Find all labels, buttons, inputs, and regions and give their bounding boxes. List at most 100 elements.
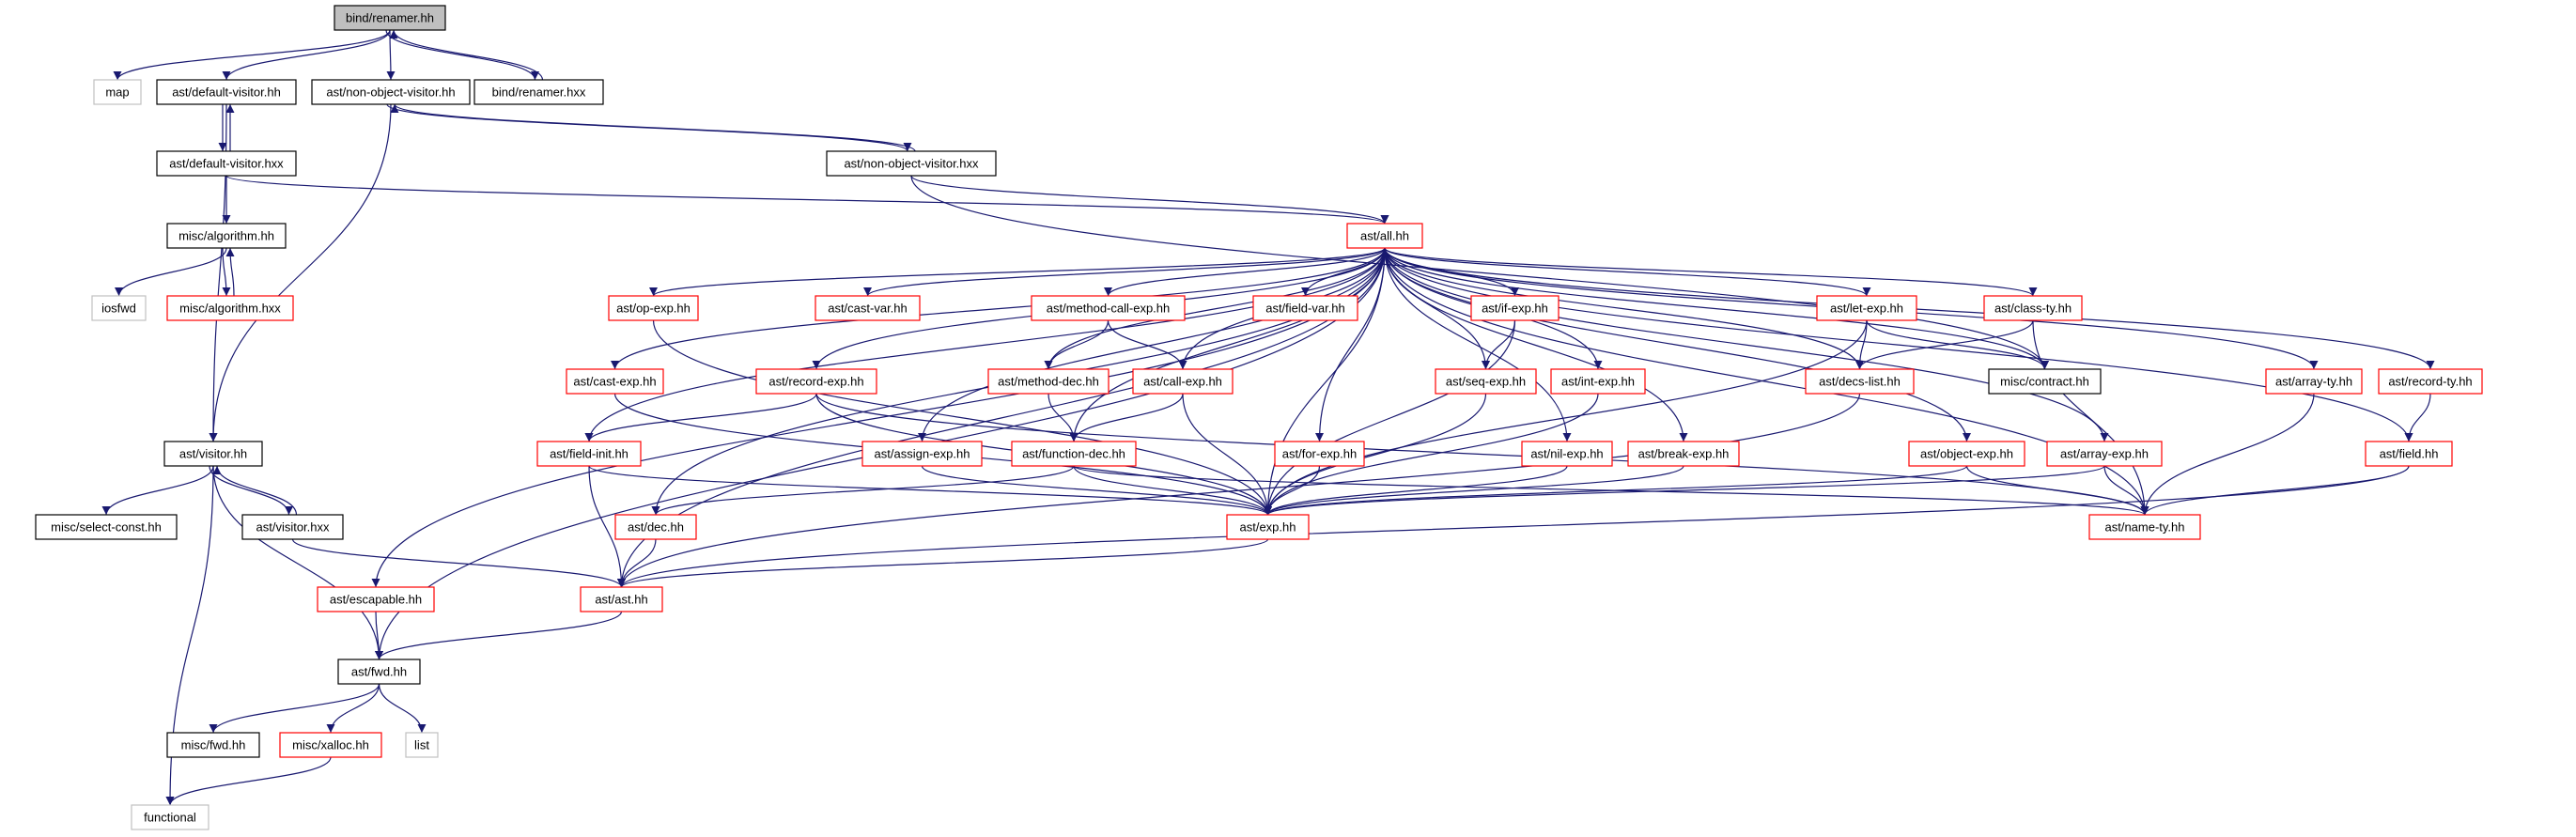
node-assign-exp[interactable]: ast/assign-exp.hh	[861, 441, 983, 467]
edge-algorithm_hh-to-algorithm_hxx	[222, 247, 231, 297]
node-field-hh[interactable]: ast/field.hh	[2365, 441, 2453, 467]
node-label: ast/method-dec.hh	[998, 375, 1099, 389]
node-default-visitor-hh[interactable]: ast/default-visitor.hh	[156, 79, 297, 105]
node-cast-var[interactable]: ast/cast-var.hh	[815, 295, 921, 321]
node-visitor-hh[interactable]: ast/visitor.hh	[163, 441, 263, 467]
node-escapable[interactable]: ast/escapable.hh	[317, 586, 435, 612]
edge-renamer_hh-to-renamer_hxx	[385, 29, 539, 81]
node-box	[536, 441, 642, 467]
node-cast-exp[interactable]: ast/cast-exp.hh	[566, 368, 664, 395]
node-box	[166, 223, 287, 249]
node-box	[334, 5, 446, 31]
node-non-object-visitor-hh[interactable]: ast/non-object-visitor.hh	[311, 79, 471, 105]
edge-renamer_hh-to-default_visitor_hh	[222, 29, 391, 81]
node-for-exp[interactable]: ast/for-exp.hh	[1274, 441, 1365, 467]
edge-object_exp-to-name_ty	[1965, 465, 2149, 516]
node-label: bind/renamer.hh	[346, 11, 434, 25]
node-algorithm-hxx[interactable]: misc/algorithm.hxx	[166, 295, 294, 321]
node-decs-list[interactable]: ast/decs-list.hh	[1805, 368, 1915, 395]
node-exp-hh[interactable]: ast/exp.hh	[1226, 514, 1310, 540]
node-label: ast/cast-var.hh	[828, 302, 908, 316]
node-array-ty[interactable]: ast/array-ty.hh	[2265, 368, 2363, 395]
edge-all_hh-to-method_dec	[1044, 247, 1386, 370]
node-int-exp[interactable]: ast/int-exp.hh	[1550, 368, 1646, 395]
node-name-ty[interactable]: ast/name-ty.hh	[2088, 514, 2201, 540]
edge-all_hh-to-field_var	[1301, 247, 1386, 297]
node-renamer-hh[interactable]: bind/renamer.hh	[334, 5, 446, 31]
node-non-object-visitor-hxx[interactable]: ast/non-object-visitor.hxx	[826, 150, 997, 177]
node-renamer-hxx[interactable]: bind/renamer.hxx	[473, 79, 604, 105]
node-box	[1132, 368, 1234, 395]
node-fwd-hh[interactable]: ast/fwd.hh	[337, 659, 421, 685]
edge-visitor_hxx-to-ast_hh	[291, 538, 626, 588]
edge-non_object_visitor_hh-to-visitor_hh	[209, 103, 392, 442]
node-field-var[interactable]: ast/field-var.hh	[1252, 295, 1358, 321]
node-record-exp[interactable]: ast/record-exp.hh	[755, 368, 877, 395]
node-label: ast/assign-exp.hh	[875, 447, 970, 461]
node-box	[311, 79, 471, 105]
node-class-ty[interactable]: ast/class-ty.hh	[1983, 295, 2083, 321]
node-label: ast/default-visitor.hh	[172, 85, 281, 100]
node-box	[1908, 441, 2025, 467]
node-misc-fwd[interactable]: misc/fwd.hh	[166, 732, 260, 758]
node-op-exp[interactable]: ast/op-exp.hh	[608, 295, 699, 321]
node-let-exp[interactable]: ast/let-exp.hh	[1816, 295, 1917, 321]
node-default-visitor-hxx[interactable]: ast/default-visitor.hxx	[156, 150, 297, 177]
node-if-exp[interactable]: ast/if-exp.hh	[1470, 295, 1560, 321]
dependency-edges	[101, 29, 2435, 806]
edge-all_hh-to-array_exp	[1384, 247, 2109, 442]
node-box	[1988, 368, 2102, 395]
node-ast-hh[interactable]: ast/ast.hh	[580, 586, 663, 612]
edge-break_exp-to-exp_hh	[1264, 465, 1684, 516]
file-nodes: bind/renamer.hh map ast/default-visitor.hh…	[35, 5, 2483, 830]
node-box	[1521, 441, 1613, 467]
edge-all_hh-to-class_ty	[1384, 247, 2038, 297]
edge-ast_hh-to-fwd_hh	[375, 611, 623, 660]
node-box	[815, 295, 921, 321]
node-algorithm-hh[interactable]: misc/algorithm.hh	[166, 223, 287, 249]
node-box	[156, 150, 297, 177]
node-all-hh[interactable]: ast/all.hh	[1346, 223, 1423, 249]
node-label: ast/if-exp.hh	[1482, 302, 1548, 316]
node-record-ty[interactable]: ast/record-ty.hh	[2378, 368, 2483, 395]
node-nil-exp[interactable]: ast/nil-exp.hh	[1521, 441, 1613, 467]
node-label: ast/record-exp.hh	[768, 375, 863, 389]
edge-escapable-to-fwd_hh	[374, 611, 383, 660]
node-function-dec[interactable]: ast/function-dec.hh	[1011, 441, 1137, 467]
node-box	[2365, 441, 2453, 467]
node-label: ast/array-ty.hh	[2275, 375, 2352, 389]
node-box	[1226, 514, 1310, 540]
node-array-exp[interactable]: ast/array-exp.hh	[2046, 441, 2163, 467]
edge-default_visitor_hxx-to-all_hh	[225, 175, 1389, 225]
node-label: ast/dec.hh	[628, 520, 684, 535]
node-field-init[interactable]: ast/field-init.hh	[536, 441, 642, 467]
node-box	[861, 441, 983, 467]
node-contract[interactable]: misc/contract.hh	[1988, 368, 2102, 395]
node-box	[156, 79, 297, 105]
node-box	[1550, 368, 1646, 395]
node-method-dec[interactable]: ast/method-dec.hh	[987, 368, 1110, 395]
node-label: ast/function-dec.hh	[1022, 447, 1125, 461]
edge-fwd_hh-to-misc_fwd	[209, 683, 380, 734]
node-label: misc/algorithm.hxx	[179, 302, 281, 316]
node-box	[317, 586, 435, 612]
node-xalloc[interactable]: misc/xalloc.hh	[279, 732, 382, 758]
node-dec-hh[interactable]: ast/dec.hh	[614, 514, 697, 540]
node-call-exp[interactable]: ast/call-exp.hh	[1132, 368, 1234, 395]
node-label: ast/for-exp.hh	[1282, 447, 1358, 461]
node-break-exp[interactable]: ast/break-exp.hh	[1627, 441, 1740, 467]
node-method-call-exp[interactable]: ast/method-call-exp.hh	[1031, 295, 1186, 321]
node-label: map	[105, 85, 129, 100]
node-object-exp[interactable]: ast/object-exp.hh	[1908, 441, 2025, 467]
edge-visitor_hh-to-fwd_hh	[212, 465, 383, 660]
node-label: ast/exp.hh	[1240, 520, 1296, 535]
node-label: ast/field.hh	[2380, 447, 2439, 461]
edge-array_ty-to-name_ty	[2140, 393, 2315, 516]
node-box	[279, 732, 382, 758]
node-seq-exp[interactable]: ast/seq-exp.hh	[1435, 368, 1537, 395]
node-select-const[interactable]: misc/select-const.hh	[35, 514, 178, 540]
node-box	[566, 368, 664, 395]
node-label: ast/method-call-exp.hh	[1047, 302, 1171, 316]
node-visitor-hxx[interactable]: ast/visitor.hxx	[241, 514, 344, 540]
